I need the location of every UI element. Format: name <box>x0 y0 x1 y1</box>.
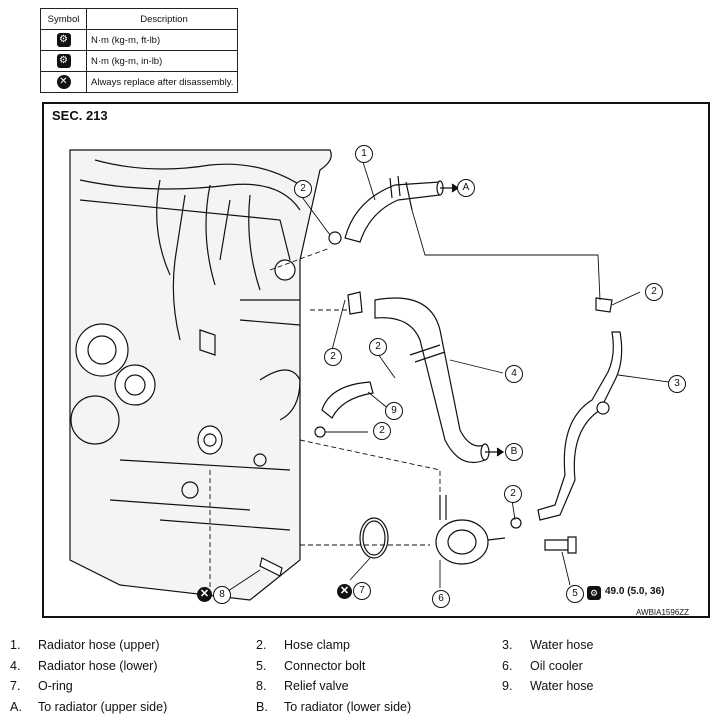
replace-part-icon: ✕ <box>56 75 71 89</box>
section-label: SEC. 213 <box>52 108 108 123</box>
legend-item: 9.Water hose <box>502 679 594 693</box>
callout-6: 6 <box>432 590 450 608</box>
symbol-row: ⚙ N·m (kg-m, in-lb) <box>40 50 238 72</box>
callout-b: B <box>505 443 523 461</box>
legend-item: B.To radiator (lower side) <box>256 700 412 714</box>
callout-5: 5 <box>566 585 584 603</box>
radiator-hose-upper <box>344 181 441 243</box>
legend-item: 5.Connector bolt <box>256 659 366 673</box>
callout-2: 2 <box>373 422 391 440</box>
callout-8: 8 <box>213 586 231 604</box>
callout-a: A <box>457 179 475 197</box>
legend-item: 8.Relief valve <box>256 679 349 693</box>
relief-valve <box>259 557 283 577</box>
callout-9: 9 <box>385 402 403 420</box>
callout-1: 1 <box>355 145 373 163</box>
callout-2: 2 <box>504 485 522 503</box>
water-hose-9 <box>321 381 374 419</box>
water-hose-3 <box>537 331 623 521</box>
legend-item: 2.Hose clamp <box>256 638 350 652</box>
callout-2: 2 <box>369 338 387 356</box>
torque-wrench-icon: ⚙ <box>56 33 71 47</box>
legend-item: 4.Radiator hose (lower) <box>10 659 158 673</box>
symbol-description: Always replace after disassembly. <box>86 71 238 93</box>
callout-2: 2 <box>324 348 342 366</box>
legend-item: 7.O-ring <box>10 679 73 693</box>
torque-wrench-icon: ⚙ <box>587 586 601 600</box>
symbol-row: ✕ Always replace after disassembly. <box>40 71 238 93</box>
torque-wrench-small-icon: ⚙ <box>56 54 71 68</box>
hose-clamp <box>328 231 342 245</box>
oil-cooler <box>435 519 489 565</box>
torque-spec: 49.0 (5.0, 36) <box>605 586 665 597</box>
symbol-table-header: Symbol Description <box>40 8 238 30</box>
callout-3: 3 <box>668 375 686 393</box>
callout-2: 2 <box>645 283 663 301</box>
o-ring <box>359 517 389 559</box>
legend-item: A.To radiator (upper side) <box>10 700 168 714</box>
callout-2: 2 <box>294 180 312 198</box>
figure-code: AWBIA1596ZZ <box>636 608 690 617</box>
legend-item: 3.Water hose <box>502 638 594 652</box>
connector-bolt <box>544 539 569 551</box>
replace-part-icon: ✕ <box>337 584 352 599</box>
radiator-hose-lower <box>374 297 486 464</box>
symbol-table: Symbol Description ⚙ N·m (kg-m, ft-lb) ⚙… <box>40 8 238 93</box>
legend-item: 6.Oil cooler <box>502 659 583 673</box>
callout-4: 4 <box>505 365 523 383</box>
diagram-frame <box>42 102 710 618</box>
callout-7: 7 <box>353 582 371 600</box>
engine-block-drawing <box>69 149 332 601</box>
replace-part-icon: ✕ <box>197 587 212 602</box>
hose-clamp <box>347 291 363 315</box>
legend-item: 1.Radiator hose (upper) <box>10 638 160 652</box>
